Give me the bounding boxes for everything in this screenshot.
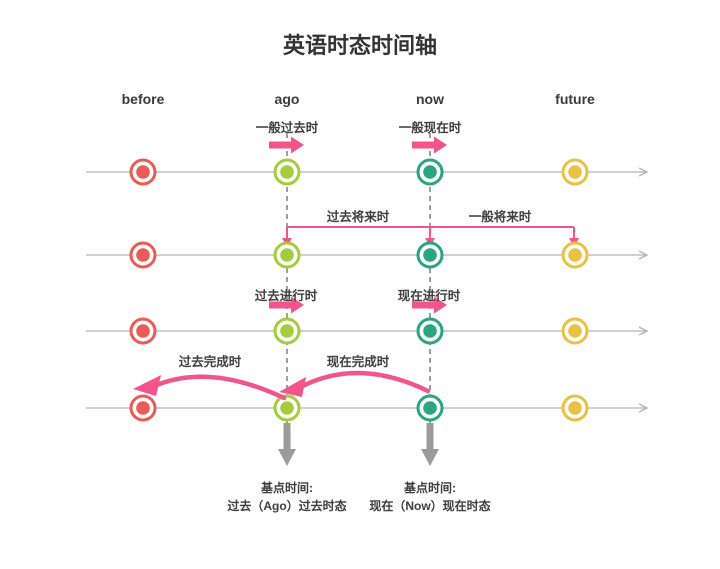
dot-before-row2 (129, 241, 157, 269)
label-present-perfect: 现在完成时 (326, 355, 390, 369)
dot-future-row2 (561, 241, 589, 269)
label-past-perfect: 过去完成时 (178, 355, 242, 369)
baseline-arrow-now (421, 423, 439, 466)
dot-now-row4 (416, 394, 444, 422)
footnote-now-line1: 基点时间: (404, 481, 456, 495)
dot-ago-row1 (273, 158, 301, 186)
arrow-past-continuous (269, 296, 304, 314)
arrow-present-continuous (412, 296, 447, 314)
timeline-dots (129, 158, 589, 422)
dot-ago-row4 (273, 394, 301, 422)
header-future: future (555, 91, 595, 107)
dot-future-row3 (561, 317, 589, 345)
dot-future-row1 (561, 158, 589, 186)
arrow-simple-present (412, 136, 447, 154)
dot-before-row3 (129, 317, 157, 345)
dot-now-row2 (416, 241, 444, 269)
baseline-arrow-ago (278, 423, 296, 466)
time-axis-row4 (86, 403, 649, 413)
label-past-future: 过去将来时 (326, 210, 390, 224)
header-ago: ago (274, 91, 300, 107)
dot-before-row4 (129, 394, 157, 422)
time-axis-row1 (86, 167, 649, 177)
footnote-now: 基点时间: 现在（Now）现在时态 (369, 479, 490, 515)
label-present-continuous: 现在进行时 (397, 289, 461, 303)
dot-future-row4 (561, 394, 589, 422)
footnote-ago: 基点时间: 过去（Ago）过去时态 (227, 479, 346, 515)
label-simple-future: 一般将来时 (468, 210, 532, 224)
label-past-continuous: 过去进行时 (254, 289, 318, 303)
dot-now-row3 (416, 317, 444, 345)
header-now: now (416, 91, 444, 107)
time-axis-row2 (86, 250, 649, 260)
dot-ago-row2 (273, 241, 301, 269)
dot-now-row1 (416, 158, 444, 186)
arrow-simple-past (269, 136, 304, 154)
footnote-ago-line2: 过去（Ago）过去时态 (227, 499, 347, 513)
footnote-ago-line1: 基点时间: (260, 481, 313, 495)
time-axis-row3 (86, 326, 649, 336)
page-title: 英语时态时间轴 (282, 33, 437, 58)
footnote-now-line2: 现在（Now）现在时态 (369, 499, 491, 513)
dot-ago-row3 (273, 317, 301, 345)
arrow-present-perfect-arc (279, 370, 431, 397)
arrow-past-perfect-arc (133, 374, 287, 401)
label-simple-past: 一般过去时 (255, 121, 319, 135)
dot-before-row1 (129, 158, 157, 186)
label-simple-present: 一般现在时 (398, 121, 462, 135)
header-before: before (121, 91, 165, 107)
